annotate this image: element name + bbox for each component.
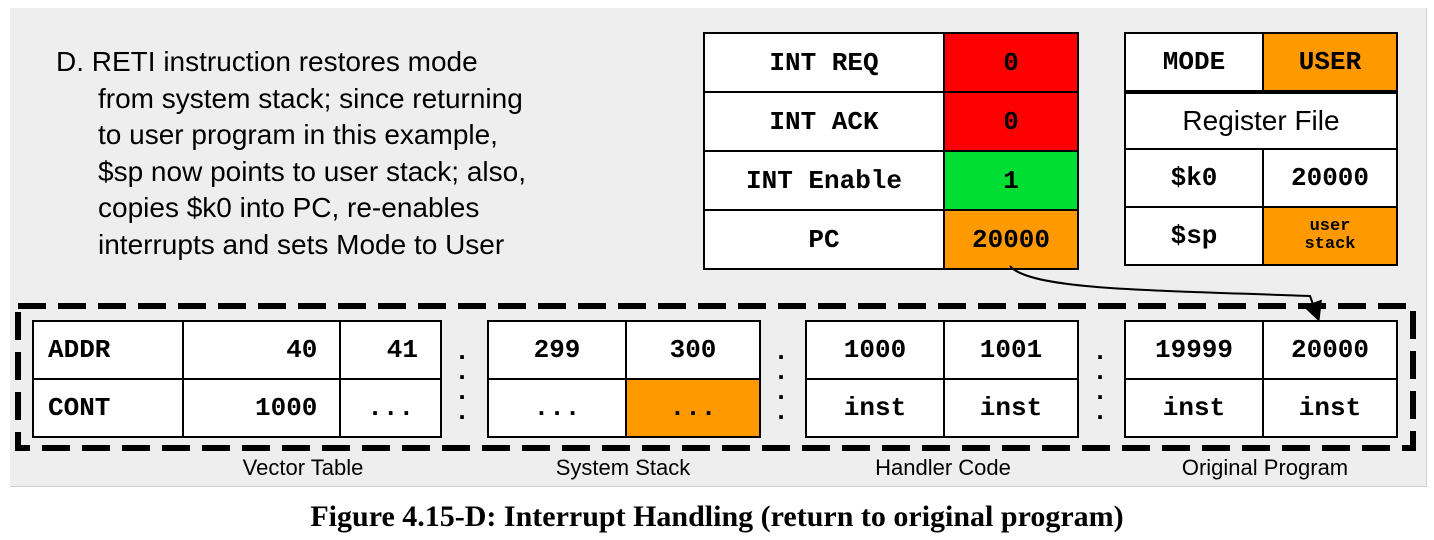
separator-dot: . [773,337,789,367]
separator-dot: . [454,377,470,407]
separator-dot: . [1092,397,1108,427]
mode-table: MODE USER [1124,32,1398,92]
vector-table: ADDR 40 41 CONT 1000 ... [32,320,442,438]
system-stack-label: System Stack [555,455,691,480]
memory-content: inst [805,378,945,438]
separator-dot: . [1092,357,1108,387]
register-file-table: Register File $k0 20000 $sp user stack [1124,92,1398,266]
register-value: 0 [943,32,1079,93]
control-register-row: PC 20000 [703,209,1079,270]
handler-code-table: 1000 1001 inst inst [805,320,1079,438]
description-line: D. RETI instruction restores mode [56,46,478,77]
control-registers-table: INT REQ 0 INT ACK 0 INT Enable 1 PC 2000… [703,32,1079,270]
memory-address: 300 [625,320,761,380]
mode-label: MODE [1124,32,1264,92]
original-program-label: Original Program [1181,455,1349,480]
register-row: $sp user stack [1124,206,1398,266]
memory-address: 20000 [1262,320,1398,380]
separator-dot: . [1092,377,1108,407]
separator-dot: . [773,357,789,387]
memory-address: 1000 [805,320,945,380]
register-row: $k0 20000 [1124,148,1398,208]
original-program-table: 19999 20000 inst inst [1124,320,1398,438]
register-name: $sp [1124,206,1264,266]
row-label: ADDR [32,320,184,380]
separator-dot: . [454,357,470,387]
separator-dot: . [454,337,470,367]
memory-address: 40 [181,320,342,380]
register-name: INT Enable [703,150,945,211]
separator-dots: . . . . [1090,337,1110,427]
memory-content: ... [487,378,627,438]
register-file-title: Register File [1124,92,1398,150]
separator-dot: . [773,377,789,407]
handler-code-label: Handler Code [875,455,1011,480]
memory-address: 1001 [943,320,1079,380]
register-name: INT REQ [703,32,945,93]
description-line: $sp now points to user stack; also, [98,155,526,187]
memory-content: inst [1262,378,1398,438]
register-name: $k0 [1124,148,1264,208]
system-stack-table: 299 300 ... ... [487,320,761,438]
row-label: CONT [32,378,184,438]
description-line: interrupts and sets Mode to User [98,228,505,260]
description-line: copies $k0 into PC, re-enables [98,192,480,223]
figure-caption: Figure 4.15-D: Interrupt Handling (retur… [310,500,1124,533]
control-register-row: INT Enable 1 [703,150,1079,211]
sp-value: user stack [1262,206,1398,266]
register-name: INT ACK [703,91,945,152]
register-value: 20000 [1262,148,1398,208]
memory-content: 1000 [181,378,342,438]
separator-dot: . [454,397,470,427]
separator-dots: . . . . [771,337,791,427]
sp-value-line: user [1309,217,1351,236]
register-name: PC [703,209,945,270]
memory-address: 299 [487,320,627,380]
memory-content: ... [339,378,442,438]
description-line: from system stack; since returning [98,82,523,114]
memory-content-highlighted: ... [625,378,761,438]
vector-table-label: Vector Table [242,455,364,480]
description-text: D. RETI instruction restores mode from s… [56,44,526,263]
register-value: 1 [943,150,1079,211]
separator-dot: . [773,397,789,427]
separator-dots: . . . . [452,337,472,427]
control-register-row: INT REQ 0 [703,32,1079,93]
sp-value-line: stack [1304,235,1356,254]
description-line: to user program in this example, [98,119,498,150]
mode-value: USER [1262,32,1398,92]
memory-content: inst [1124,378,1264,438]
control-register-row: INT ACK 0 [703,91,1079,152]
memory-address: 19999 [1124,320,1264,380]
pc-value: 20000 [943,209,1079,270]
separator-dot: . [1092,337,1108,367]
memory-address: 41 [339,320,442,380]
register-value: 0 [943,91,1079,152]
memory-content: inst [943,378,1079,438]
